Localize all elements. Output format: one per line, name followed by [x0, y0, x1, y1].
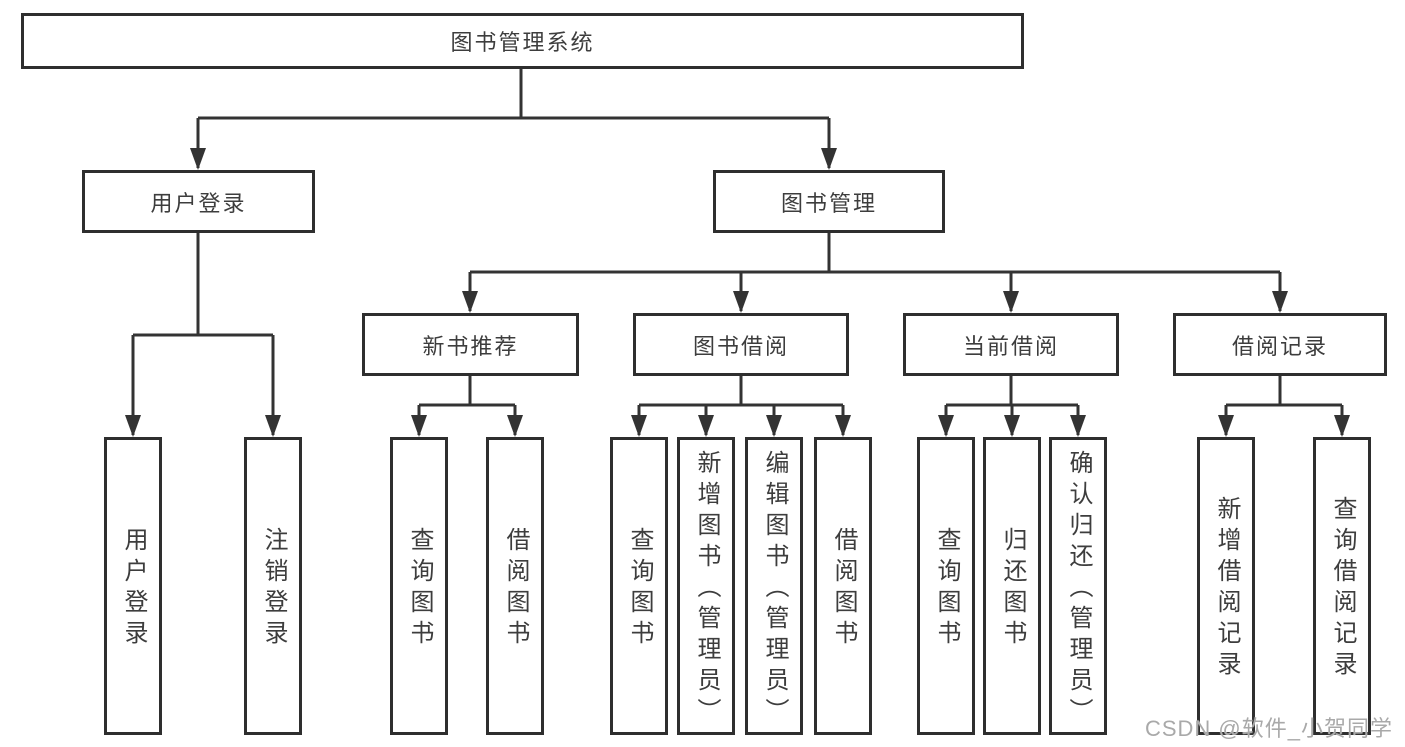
- leaf-return-books: 归还图书: [983, 437, 1041, 735]
- leaf-user-login: 用户登录: [104, 437, 162, 735]
- leaf-add-borrow-record: 新增借阅记录: [1197, 437, 1255, 735]
- leaf-borrow-books: 借阅图书: [814, 437, 872, 735]
- leaf-query-books-current: 查询图书: [917, 437, 975, 735]
- leaf-edit-books-admin: 编辑图书（管理员）: [745, 437, 803, 735]
- csdn-watermark: CSDN @软件_小贺同学: [1144, 716, 1393, 741]
- node-user-login: 用户登录: [82, 170, 315, 233]
- node-current-borrow: 当前借阅: [903, 313, 1119, 376]
- leaf-confirm-return-admin: 确认归还（管理员）: [1049, 437, 1107, 735]
- connector-paths: [131, 69, 1344, 435]
- node-root-system: 图书管理系统: [21, 13, 1024, 69]
- leaf-query-books-borrow: 查询图书: [610, 437, 668, 735]
- leaf-logout: 注销登录: [244, 437, 302, 735]
- leaf-borrow-books-recommend: 借阅图书: [486, 437, 544, 735]
- leaf-query-books-recommend: 查询图书: [390, 437, 448, 735]
- node-book-borrow: 图书借阅: [633, 313, 849, 376]
- node-new-book-recommend: 新书推荐: [362, 313, 579, 376]
- arrowheads: [125, 148, 1350, 437]
- node-borrow-records: 借阅记录: [1173, 313, 1387, 376]
- leaf-add-books-admin: 新增图书（管理员）: [677, 437, 735, 735]
- node-book-management: 图书管理: [713, 170, 945, 233]
- leaf-query-borrow-record: 查询借阅记录: [1313, 437, 1371, 735]
